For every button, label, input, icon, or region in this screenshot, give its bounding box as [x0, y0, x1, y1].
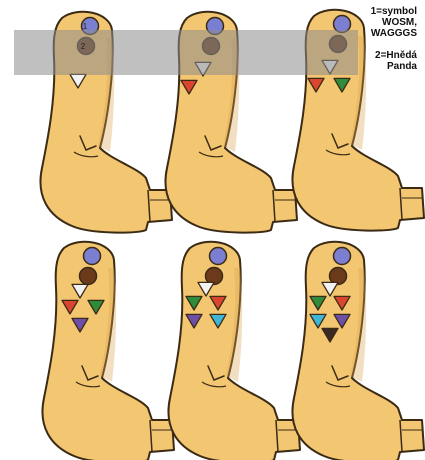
legend: 1=symbol WOSM, WAGGGS 2=Hnědá Panda [347, 6, 417, 72]
sleeve-bottom-left [42, 242, 174, 460]
wosm-badge [210, 248, 227, 265]
wosm-badge [334, 248, 351, 265]
sleeve-bottom-middle [168, 242, 300, 460]
legend-line-panda-name: Panda [347, 61, 417, 72]
legend-spacer [347, 39, 417, 50]
panda-badge [80, 268, 97, 285]
highlight-band [14, 30, 344, 75]
callout-one: 1 [83, 22, 88, 31]
legend-line-wosm: WOSM, [347, 17, 417, 28]
legend-line-waggs: WAGGGS [347, 28, 417, 39]
sleeve-bottom-right [292, 242, 424, 460]
legend-line-panda: 2=Hnědá [347, 50, 417, 61]
callout-two: 2 [81, 42, 86, 51]
wosm-badge [84, 248, 101, 265]
legend-line-wosm-symbol: 1=symbol [347, 6, 417, 17]
